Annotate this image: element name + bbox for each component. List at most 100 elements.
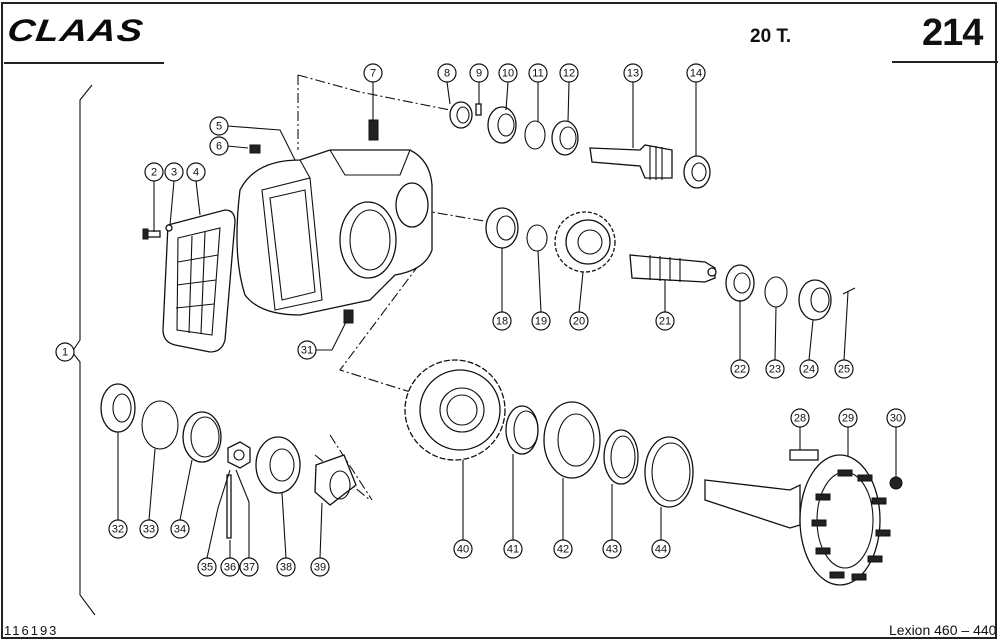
callout-36: 36	[220, 557, 240, 577]
part-bolt-28	[789, 449, 819, 461]
callout-7: 7	[363, 63, 383, 83]
callout-label: 9	[476, 68, 482, 80]
model-range: Lexion 460 – 440	[889, 622, 997, 638]
callout-label: 8	[444, 68, 450, 80]
callout-label: 40	[457, 544, 469, 556]
callout-label: 20	[573, 316, 585, 328]
callout-circle	[209, 136, 229, 156]
callout-circle	[197, 557, 217, 577]
part-bearing-38	[255, 436, 301, 494]
callout-18: 18	[492, 311, 512, 331]
callout-label: 28	[794, 413, 806, 425]
callout-37: 37	[239, 557, 259, 577]
part-gear-20	[554, 211, 616, 273]
callout-label: 34	[174, 524, 186, 536]
callout-circle	[730, 359, 750, 379]
callout-label: 38	[280, 562, 292, 574]
callout-circle	[503, 539, 523, 559]
callout-label: 30	[890, 413, 902, 425]
part-bolt-2	[142, 228, 161, 240]
callout-2: 2	[144, 162, 164, 182]
part-bearing-22	[725, 264, 755, 302]
callout-31: 31	[297, 340, 317, 360]
part-seal-32	[100, 383, 136, 433]
callout-circle	[297, 340, 317, 360]
assembly-bracket	[71, 84, 96, 616]
part-seal-43	[603, 429, 639, 485]
callout-circle	[209, 116, 229, 136]
callout-29: 29	[838, 408, 858, 428]
part-gearbox-housing	[236, 149, 433, 316]
callout-circle	[55, 342, 75, 362]
callout-circle	[834, 359, 854, 379]
part-plug-6	[249, 144, 261, 154]
callout-42: 42	[553, 539, 573, 559]
callout-circle	[790, 408, 810, 428]
part-ring-33	[141, 400, 179, 450]
callout-circle	[469, 63, 489, 83]
part-bearing-race-41	[505, 405, 539, 455]
callout-circle	[623, 63, 643, 83]
callout-circle	[799, 359, 819, 379]
leader-lines	[117, 81, 897, 559]
part-gear-40	[404, 359, 506, 461]
callout-circle	[139, 519, 159, 539]
callout-label: 3	[171, 167, 177, 179]
callout-label: 18	[496, 316, 508, 328]
callout-label: 44	[655, 544, 667, 556]
callout-label: 24	[803, 364, 815, 376]
callout-circle	[655, 311, 675, 331]
callout-circle	[838, 408, 858, 428]
part-shaft-13	[589, 144, 673, 180]
callout-label: 23	[769, 364, 781, 376]
callout-label: 11	[532, 68, 543, 80]
callout-circle	[239, 557, 259, 577]
callout-28: 28	[790, 408, 810, 428]
sheet-code: 20 T.	[750, 26, 792, 47]
part-pin-36	[226, 474, 232, 539]
callout-label: 36	[224, 562, 236, 574]
callout-circle	[686, 63, 706, 83]
part-output-shaft-29	[704, 454, 891, 586]
callout-label: 29	[842, 413, 854, 425]
document-id: 116193	[4, 623, 59, 638]
part-washer-3	[165, 224, 173, 232]
callout-circle	[528, 63, 548, 83]
callout-circle	[144, 162, 164, 182]
callout-label: 1	[62, 347, 68, 359]
callout-label: 5	[216, 121, 222, 133]
callout-44: 44	[651, 539, 671, 559]
callout-41: 41	[503, 539, 523, 559]
center-lines	[297, 74, 491, 501]
callout-4: 4	[186, 162, 206, 182]
callout-30: 30	[886, 408, 906, 428]
part-ring-44	[644, 436, 694, 508]
callout-label: 43	[606, 544, 618, 556]
part-bearing-12	[551, 120, 579, 156]
callout-label: 22	[734, 364, 746, 376]
callout-circle	[220, 557, 240, 577]
callout-circle	[164, 162, 184, 182]
callout-label: 33	[143, 524, 155, 536]
callout-20: 20	[569, 311, 589, 331]
callout-label: 31	[301, 345, 313, 357]
part-ring-23	[764, 276, 788, 308]
callout-circle	[886, 408, 906, 428]
callout-39: 39	[310, 557, 330, 577]
callout-circle	[559, 63, 579, 83]
part-breather-7	[368, 119, 379, 141]
callout-1: 1	[55, 342, 75, 362]
callout-40: 40	[453, 539, 473, 559]
callout-circle	[553, 539, 573, 559]
callout-circle	[765, 359, 785, 379]
callout-label: 42	[557, 544, 569, 556]
callout-10: 10	[498, 63, 518, 83]
callout-14: 14	[686, 63, 706, 83]
callout-label: 25	[838, 364, 850, 376]
callout-label: 6	[216, 141, 222, 153]
part-shaft-21	[629, 254, 717, 283]
callout-circle	[492, 311, 512, 331]
part-bearing-14	[683, 155, 711, 189]
callout-circle	[170, 519, 190, 539]
